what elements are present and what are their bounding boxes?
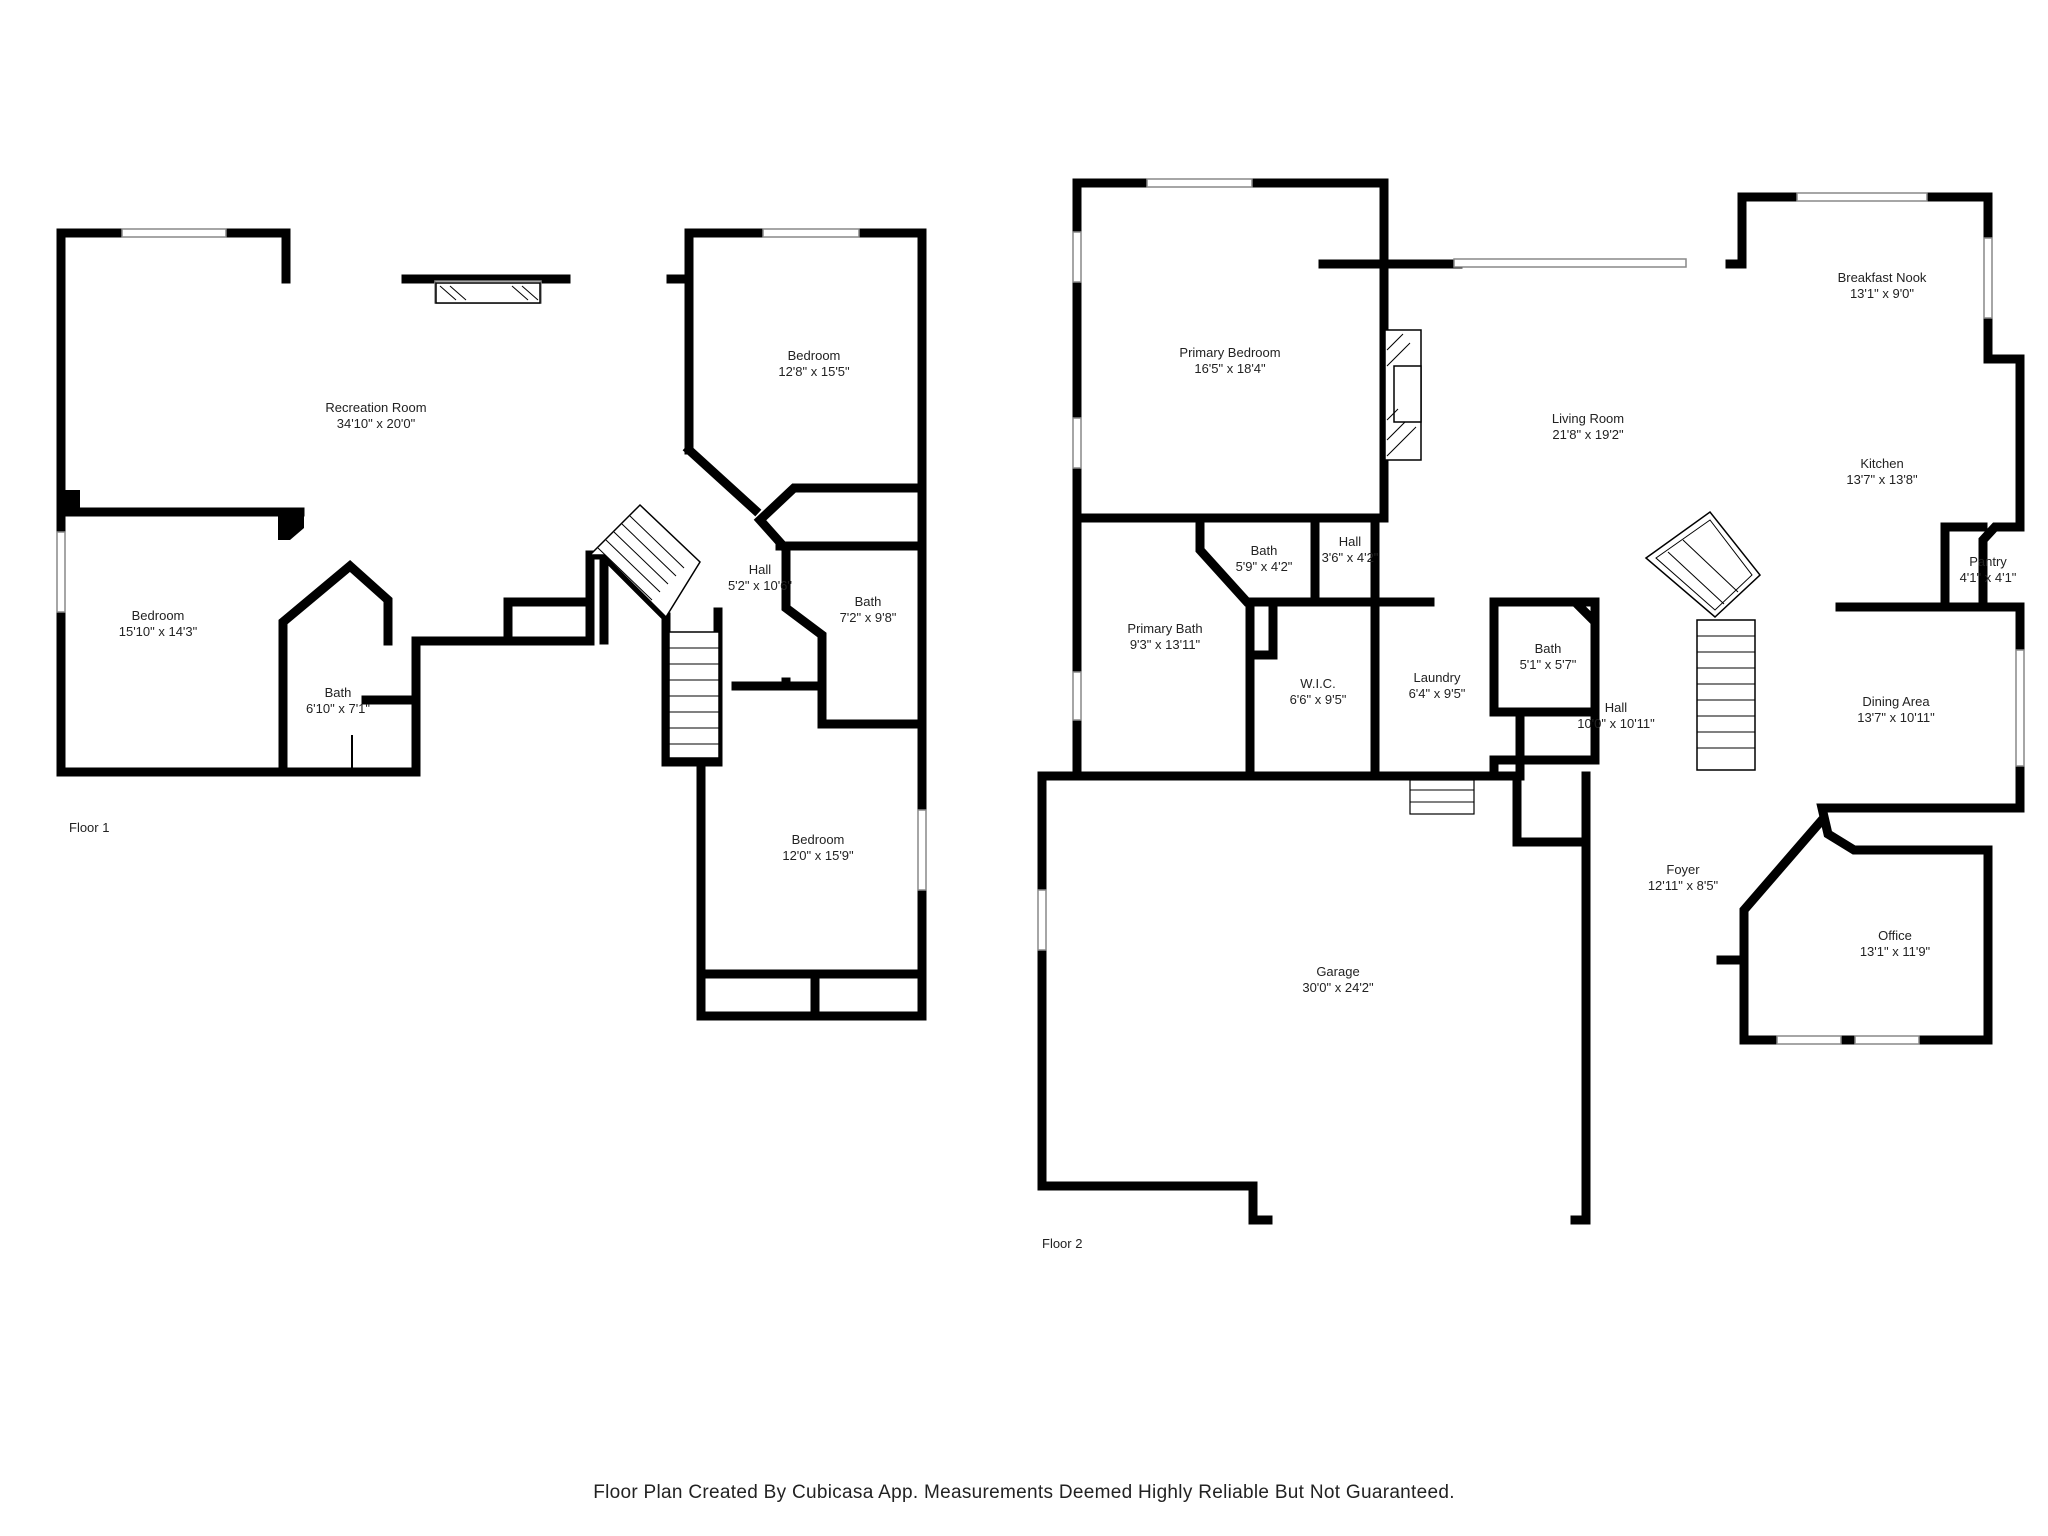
floor-1-plan xyxy=(56,228,927,1021)
floor-1-windows xyxy=(56,228,927,891)
room-dimensions-label: 5'2" x 10'6" xyxy=(728,578,792,593)
room-dimensions-label: 13'1" x 9'0" xyxy=(1850,286,1914,301)
room-name-label: Hall xyxy=(749,562,772,577)
room-dimensions-label: 7'2" x 9'8" xyxy=(840,610,897,625)
room-name-label: Recreation Room xyxy=(325,400,426,415)
room-dimensions-label: 6'4" x 9'5" xyxy=(1409,686,1466,701)
room-name-label: Pantry xyxy=(1969,554,2007,569)
room-name-label: Foyer xyxy=(1666,862,1700,877)
floor-2-label: Floor 2 xyxy=(1042,1236,1082,1251)
room-dimensions-label: 12'11" x 8'5" xyxy=(1648,878,1719,893)
room-name-label: Bedroom xyxy=(788,348,841,363)
room-dimensions-label: 16'5" x 18'4" xyxy=(1194,361,1266,376)
room-dimensions-label: 13'7" x 10'11" xyxy=(1857,710,1935,725)
floor-2-plan xyxy=(1037,178,2025,1225)
room-name-label: Bedroom xyxy=(792,832,845,847)
room-name-label: Bath xyxy=(1251,543,1278,558)
floor-1-walls xyxy=(56,228,927,1021)
floor-2-walls xyxy=(1037,178,2025,1225)
room-dimensions-label: 6'6" x 9'5" xyxy=(1290,692,1347,707)
fireplace-floor-1 xyxy=(435,282,541,304)
room-name-label: Breakfast Nook xyxy=(1838,270,1927,285)
room-name-label: W.I.C. xyxy=(1300,676,1335,691)
room-name-label: Laundry xyxy=(1414,670,1461,685)
room-name-label: Kitchen xyxy=(1860,456,1903,471)
room-dimensions-label: 30'0" x 24'2" xyxy=(1302,980,1374,995)
room-dimensions-label: 13'7" x 13'8" xyxy=(1846,472,1918,487)
room-dimensions-label: 34'10" x 20'0" xyxy=(337,416,416,431)
room-dimensions-label: 9'3" x 13'11" xyxy=(1130,637,1201,652)
room-name-label: Primary Bedroom xyxy=(1179,345,1280,360)
stairs-floor-1 xyxy=(588,503,720,759)
room-dimensions-label: 21'8" x 19'2" xyxy=(1552,427,1624,442)
room-dimensions-label: 12'8" x 15'5" xyxy=(778,364,850,379)
room-name-label: Office xyxy=(1878,928,1912,943)
room-dimensions-label: 13'1" x 11'9" xyxy=(1860,944,1931,959)
room-name-label: Primary Bath xyxy=(1127,621,1202,636)
room-name-label: Bath xyxy=(1535,641,1562,656)
room-name-label: Living Room xyxy=(1552,411,1624,426)
room-name-label: Bath xyxy=(855,594,882,609)
room-dimensions-label: 5'1" x 5'7" xyxy=(1520,657,1577,672)
room-name-label: Garage xyxy=(1316,964,1359,979)
room-dimensions-label: 15'10" x 14'3" xyxy=(119,624,198,639)
room-dimensions-label: 12'0" x 15'9" xyxy=(782,848,854,863)
floor-1-label: Floor 1 xyxy=(69,820,109,835)
room-name-label: Hall xyxy=(1339,534,1362,549)
garage-steps xyxy=(1409,779,1475,815)
room-name-label: Hall xyxy=(1605,700,1628,715)
stairs-floor-2 xyxy=(1644,510,1762,771)
fireplace-floor-2 xyxy=(1384,329,1422,461)
room-dimensions-label: 6'10" x 7'1" xyxy=(306,701,370,716)
room-dimensions-label: 4'1" x 4'1" xyxy=(1960,570,2017,585)
footer-disclaimer: Floor Plan Created By Cubicasa App. Meas… xyxy=(593,1482,1455,1503)
room-dimensions-label: 10'0" x 10'11" xyxy=(1577,716,1655,731)
room-dimensions-label: 5'9" x 4'2" xyxy=(1236,559,1293,574)
room-name-label: Dining Area xyxy=(1862,694,1930,709)
room-name-label: Bath xyxy=(325,685,352,700)
room-name-label: Bedroom xyxy=(132,608,185,623)
floor-2-windows xyxy=(1037,178,2025,1045)
room-dimensions-label: 3'6" x 4'2" xyxy=(1322,550,1379,565)
